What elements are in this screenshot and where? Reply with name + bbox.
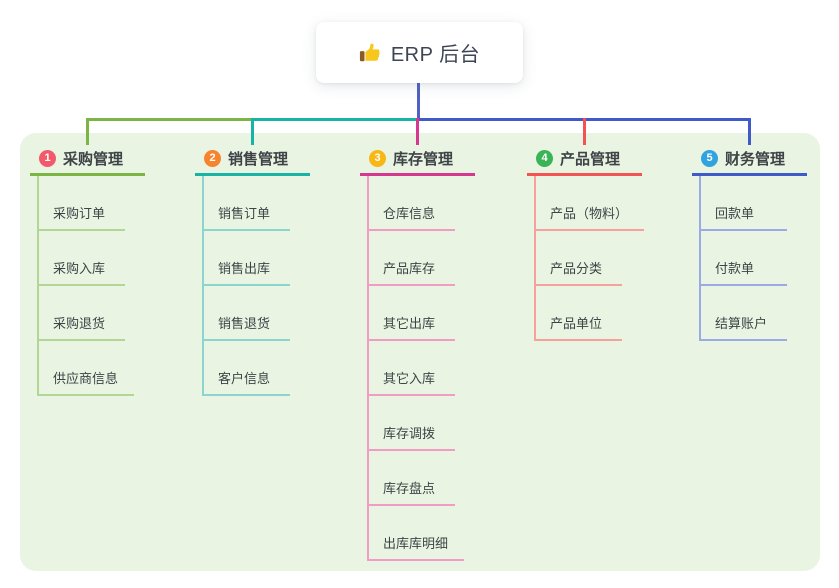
branch-column: 1 采购管理采购订单采购入库采购退货供应商信息 [30, 143, 145, 396]
branch-drop-line [583, 118, 586, 145]
child-node-label: 付款单 [715, 261, 755, 276]
child-node[interactable]: 采购退货 [39, 286, 125, 341]
child-node-label: 销售出库 [218, 261, 271, 276]
branch-drop-line [86, 118, 89, 145]
child-node-label: 供应商信息 [53, 371, 119, 386]
branch-drop-line [251, 118, 254, 145]
branch-label: 采购管理 [63, 150, 124, 168]
child-node-label: 客户信息 [218, 371, 271, 386]
child-node-label: 销售退货 [218, 316, 271, 331]
branch-label: 销售管理 [228, 150, 289, 168]
child-node[interactable]: 销售订单 [204, 176, 290, 231]
branch-children-list: 采购订单采购入库采购退货供应商信息 [37, 176, 145, 396]
trunk-segment-left [86, 118, 254, 121]
thumbs-up-icon [359, 42, 381, 64]
branch-header[interactable]: 1 采购管理 [30, 143, 145, 176]
branch-children-list: 回款单付款单结算账户 [699, 176, 807, 341]
child-node[interactable]: 采购入库 [39, 231, 125, 286]
child-node-label: 结算账户 [715, 316, 768, 331]
child-node[interactable]: 产品库存 [369, 231, 455, 286]
child-node[interactable]: 出库库明细 [369, 506, 465, 561]
branch-column: 2 销售管理销售订单销售出库销售退货客户信息 [195, 143, 310, 396]
branch-label: 库存管理 [393, 150, 454, 168]
branch-header[interactable]: 5 财务管理 [692, 143, 807, 176]
child-node-label: 库存盘点 [383, 481, 436, 496]
child-node[interactable]: 回款单 [701, 176, 787, 231]
root-connector-line [417, 83, 420, 121]
child-node[interactable]: 销售出库 [204, 231, 290, 286]
child-node-label: 产品库存 [383, 261, 436, 276]
branches-background-panel [20, 133, 820, 571]
branch-column: 4 产品管理产品（物料） 产品分类产品单位 [527, 143, 645, 341]
branch-header[interactable]: 4 产品管理 [527, 143, 642, 176]
branch-number-badge: 4 [536, 149, 553, 167]
child-node-label: 采购退货 [53, 316, 106, 331]
branch-number-badge: 1 [39, 149, 56, 167]
child-node-label: 产品单位 [550, 316, 603, 331]
child-node[interactable]: 其它出库 [369, 286, 455, 341]
child-node[interactable]: 结算账户 [701, 286, 787, 341]
child-node-label: 销售订单 [218, 206, 271, 221]
branch-header[interactable]: 2 销售管理 [195, 143, 310, 176]
branch-column: 3 库存管理仓库信息产品库存其它出库其它入库库存调拨库存盘点出库库明细 [360, 143, 475, 561]
branch-header[interactable]: 3 库存管理 [360, 143, 475, 176]
branch-children-list: 仓库信息产品库存其它出库其它入库库存调拨库存盘点出库库明细 [367, 176, 475, 561]
root-node-label: ERP 后台 [390, 44, 481, 66]
branch-number-badge: 3 [369, 149, 386, 167]
child-node[interactable]: 库存调拨 [369, 396, 455, 451]
child-node-label: 其它入库 [383, 371, 436, 386]
child-node[interactable]: 仓库信息 [369, 176, 455, 231]
child-node-label: 出库库明细 [383, 536, 449, 551]
child-node-label: 其它出库 [383, 316, 436, 331]
child-node-label: 库存调拨 [383, 426, 436, 441]
branch-drop-line [416, 118, 419, 145]
child-node-label: 产品（物料） [550, 206, 629, 221]
branch-label: 产品管理 [560, 150, 621, 168]
branch-children-list: 销售订单销售出库销售退货客户信息 [202, 176, 310, 396]
child-node[interactable]: 库存盘点 [369, 451, 455, 506]
branch-label: 财务管理 [725, 150, 786, 168]
branch-number-badge: 5 [701, 149, 718, 167]
child-node-label: 仓库信息 [383, 206, 436, 221]
branch-drop-line [748, 118, 751, 145]
child-node-label: 产品分类 [550, 261, 603, 276]
branch-column: 5 财务管理回款单付款单结算账户 [692, 143, 807, 341]
child-node[interactable]: 其它入库 [369, 341, 455, 396]
child-node[interactable]: 客户信息 [204, 341, 290, 396]
child-node-label: 回款单 [715, 206, 755, 221]
child-node[interactable]: 产品（物料） [536, 176, 645, 231]
root-node-erp[interactable]: ERP 后台 [316, 22, 523, 83]
child-node[interactable]: 付款单 [701, 231, 787, 286]
child-node[interactable]: 销售退货 [204, 286, 290, 341]
child-node[interactable]: 产品单位 [536, 286, 622, 341]
child-node[interactable]: 产品分类 [536, 231, 622, 286]
trunk-segment-middle [251, 118, 419, 121]
child-node[interactable]: 供应商信息 [39, 341, 135, 396]
child-node-label: 采购订单 [53, 206, 106, 221]
child-node[interactable]: 采购订单 [39, 176, 125, 231]
branch-number-badge: 2 [204, 149, 221, 167]
child-node-label: 采购入库 [53, 261, 106, 276]
branch-children-list: 产品（物料） 产品分类产品单位 [534, 176, 645, 341]
